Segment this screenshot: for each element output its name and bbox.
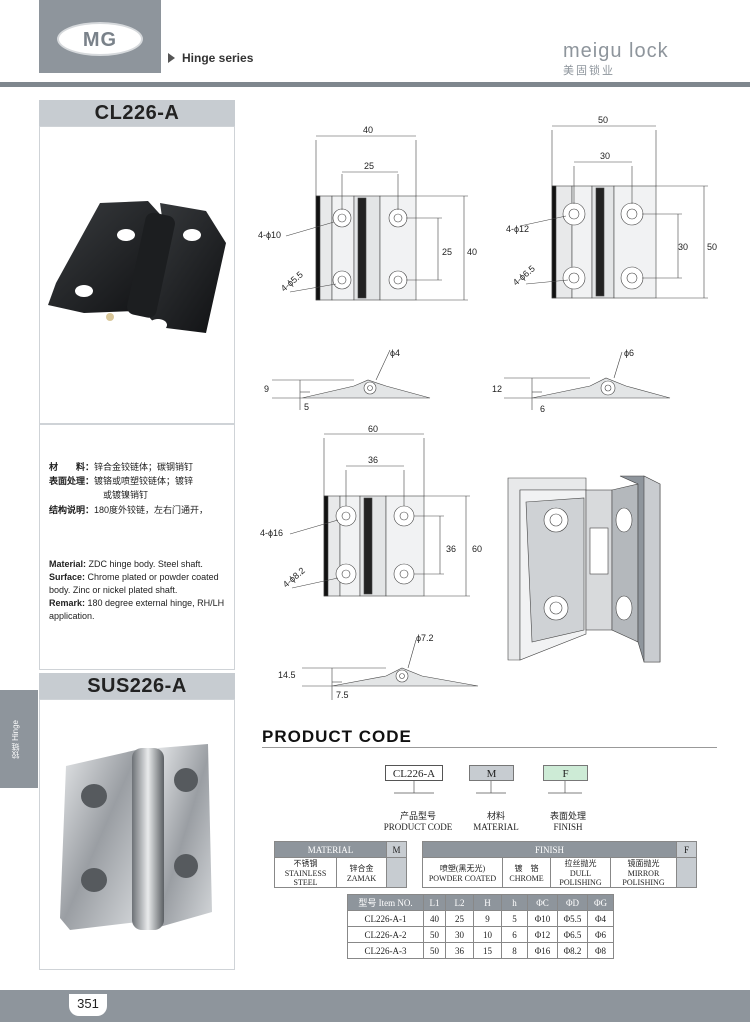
series-label: Hinge series xyxy=(182,51,254,65)
product-title-1: CL226-A xyxy=(39,100,235,126)
dim-s1-H: 9 xyxy=(264,384,269,394)
dim-d1-holes: 4-ϕ10 xyxy=(258,230,281,240)
dim-s3-H: 14.5 xyxy=(278,670,296,680)
product-image-2 xyxy=(39,699,235,970)
dim-d3-hole-v: 36 xyxy=(446,544,456,554)
finish-code-cell xyxy=(676,857,697,888)
product-code-rule xyxy=(262,747,717,748)
code-box-material: M xyxy=(469,765,514,781)
drawing-cl226-a-3 xyxy=(289,433,470,597)
dim-s2-H: 12 xyxy=(492,384,502,394)
brand-logo: MG xyxy=(39,0,161,73)
dim-d3-height: 60 xyxy=(472,544,482,554)
finish-option: 喷塑(黑无光)POWDER COATED xyxy=(422,857,503,888)
spec-cn-line-1: 材 料：锌合金铰链体；碳钢销钉 xyxy=(49,462,194,472)
dim-d1-height: 40 xyxy=(467,247,477,257)
dim-d2-holes: 4-ϕ12 xyxy=(506,224,529,234)
dim-d2-width: 50 xyxy=(598,115,608,125)
technical-drawings: 40 25 25 40 4-ϕ10 4-ϕ5.5 50 30 30 50 4-ϕ… xyxy=(258,115,717,700)
item-table-header: 型号 Item NO. L1 L2 H h ΦC ΦD ΦG xyxy=(347,894,614,911)
code-box-finish: F xyxy=(543,765,588,781)
dim-s1-h: 5 xyxy=(304,402,309,412)
spec-cn-line-3: 或镀镍销钉 xyxy=(103,490,149,500)
spec-panel xyxy=(39,424,235,670)
dim-s2-pin: ϕ6 xyxy=(624,348,634,358)
drawing-cl226-a-2 xyxy=(519,125,708,299)
finish-header: FINISH xyxy=(422,841,677,858)
drawing-cl226-a-1 xyxy=(285,135,468,301)
product-code-title: PRODUCT CODE xyxy=(262,727,412,746)
code-connectors xyxy=(394,781,582,794)
spec-cn-line-2: 表面处理：镀铬或喷塑铰链体；镀锌 xyxy=(49,476,194,486)
dim-d1-span: 25 xyxy=(364,161,374,171)
product-title-2: SUS226-A xyxy=(39,673,235,699)
product-image-1 xyxy=(39,126,235,424)
dim-d1-hole-v: 25 xyxy=(442,247,452,257)
spec-en-surface: Surface: Chrome plated or powder coated … xyxy=(49,572,219,595)
page-footer xyxy=(0,990,750,1022)
brand-name-cn: 美固锁业 xyxy=(563,65,615,77)
dim-d3-holes: 4-ϕ16 xyxy=(260,528,283,538)
page-number: 351 xyxy=(69,994,107,1016)
side-profile-1 xyxy=(272,349,431,410)
dim-d2-csk: 4-ϕ6.5 xyxy=(511,263,537,287)
spec-en: Material: ZDC hinge body. Steel shaft. S… xyxy=(49,558,229,623)
dim-d1-width: 40 xyxy=(363,125,373,135)
dim-d2-height: 50 xyxy=(707,242,717,252)
dim-s1-pin: ϕ4 xyxy=(390,348,400,358)
finish-code: F xyxy=(676,841,697,858)
dim-s3-h: 7.5 xyxy=(336,690,349,700)
side-profile-2 xyxy=(504,351,671,410)
material-code-cell xyxy=(386,857,407,888)
spec-en-material: Material: ZDC hinge body. Steel shaft. xyxy=(49,559,203,569)
dim-d2-hole-v: 30 xyxy=(678,242,688,252)
spec-en-remark: Remark: 180 degree external hinge, RH/LH… xyxy=(49,598,225,621)
side-tab: 铰链 Hinge xyxy=(0,690,38,788)
page-header: MG Hinge series meigu lock 美固锁业 xyxy=(0,0,750,84)
dim-s2-h: 6 xyxy=(540,404,545,414)
material-code: M xyxy=(386,841,407,858)
code-box-model: CL226-A xyxy=(385,765,443,781)
spec-cn-line-4: 结构说明：180度外铰链，左右门通开， xyxy=(49,505,209,515)
dim-d3-width: 60 xyxy=(368,424,378,434)
black-hinge-photo xyxy=(48,201,226,333)
dim-d3-span: 36 xyxy=(368,455,378,465)
dim-s3-pin: ϕ7.2 xyxy=(416,633,434,643)
triangle-icon xyxy=(168,53,175,63)
dim-d2-span: 30 xyxy=(600,151,610,161)
material-header: MATERIAL xyxy=(274,841,387,858)
steel-hinge-photo xyxy=(60,744,212,930)
logo-text: MG xyxy=(82,29,118,51)
header-rule xyxy=(0,82,750,87)
brand-name: meigu lock xyxy=(563,40,669,62)
side-profile-3 xyxy=(302,639,479,700)
mounted-hinge-3d xyxy=(507,475,661,663)
item-table: 型号 Item NO. L1 L2 H h ΦC ΦD ΦG CL226-A-1… xyxy=(347,894,614,959)
